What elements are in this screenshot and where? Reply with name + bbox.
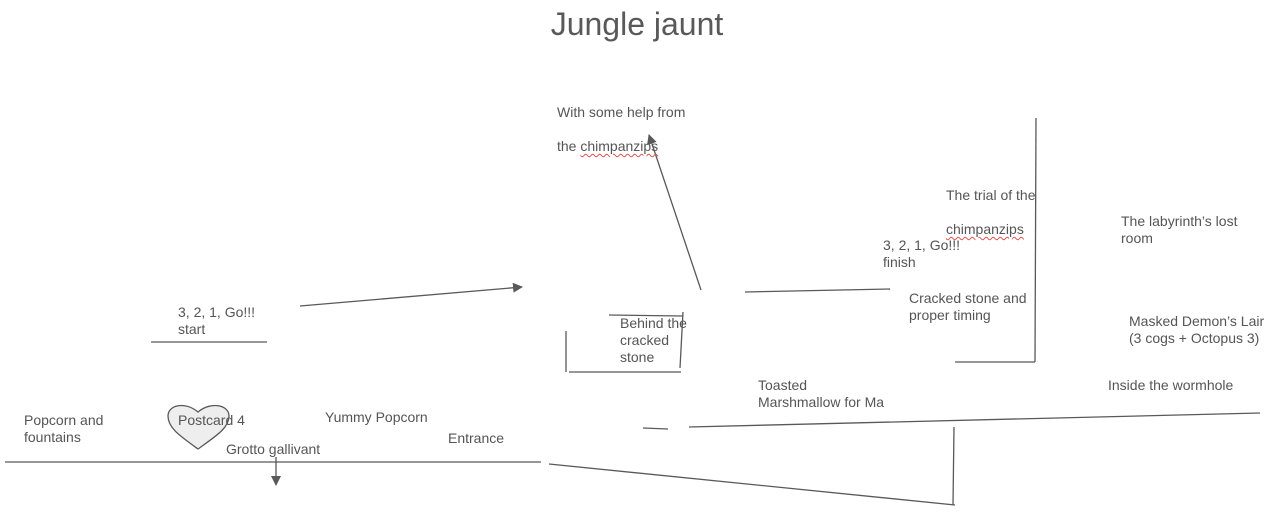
label-help-line2-pre: the	[557, 138, 581, 154]
label-entrance[interactable]: Entrance	[448, 430, 505, 446]
label-masked-demon[interactable]: Masked Demon’s Lair (3 cogs + Octopus 3)	[1129, 313, 1265, 346]
short-dash-line[interactable]	[642, 427, 669, 430]
label-help-chimpanzips[interactable]: With some help from the chimpanzips	[557, 87, 685, 155]
label-inside-wormhole[interactable]: Inside the wormhole	[1108, 377, 1234, 393]
stone-box-top[interactable]	[608, 314, 684, 317]
stone-box-right[interactable]	[679, 311, 684, 369]
finish-line[interactable]	[744, 288, 891, 293]
label-trial-chimpanzips[interactable]: The trial of the chimpanzips	[946, 170, 1036, 238]
label-grotto-gallivant[interactable]: Grotto gallivant	[226, 441, 321, 457]
arrow-to-chimpanzips-help[interactable]	[647, 134, 702, 291]
vertical-line-bottom[interactable]	[952, 426, 955, 506]
heart-icon[interactable]	[167, 404, 230, 450]
trial-vertical-line[interactable]	[1034, 117, 1037, 363]
wormhole-line[interactable]	[688, 412, 1261, 428]
label-behind-cracked-stone[interactable]: Behind the cracked stone	[620, 315, 687, 365]
label-trial-line1: The trial of the	[946, 187, 1036, 203]
diagram-title: Jungle jaunt	[550, 6, 724, 42]
arrow-start-to-stone[interactable]	[299, 282, 523, 307]
label-trial-line2: chimpanzips	[946, 221, 1024, 237]
label-toasted-marshmallow[interactable]: Toasted Marshmallow for Ma	[758, 377, 885, 410]
label-help-line2-word: chimpanzips	[580, 138, 659, 154]
label-help-line1: With some help from	[557, 104, 686, 120]
diagonal-line[interactable]	[548, 463, 956, 506]
label-labyrinth[interactable]: The labyrinth’s lost room	[1121, 213, 1238, 246]
label-go-start[interactable]: 3, 2, 1, Go!!! start	[178, 304, 256, 337]
label-yummy-popcorn[interactable]: Yummy Popcorn	[325, 409, 428, 425]
label-go-finish[interactable]: 3, 2, 1, Go!!! finish	[883, 237, 961, 270]
label-postcard[interactable]: Postcard 4	[178, 412, 245, 428]
label-popcorn-fountains[interactable]: Popcorn and fountains	[24, 412, 104, 445]
label-cracked-stone-timing[interactable]: Cracked stone and proper timing	[909, 290, 1027, 323]
